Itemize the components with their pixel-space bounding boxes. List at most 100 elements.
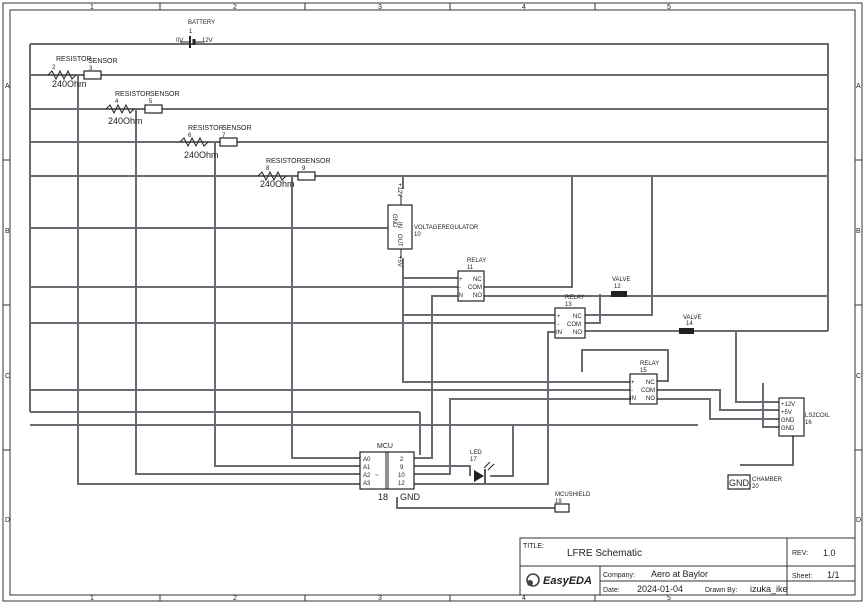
- date-label: Date:: [603, 587, 620, 594]
- relay-13[interactable]: RELAY 13 + - IN NC COM NO: [554, 295, 586, 339]
- battery-right-label: 12V: [202, 38, 213, 44]
- wires: [29, 43, 829, 509]
- sensor-pair-4[interactable]: RESISTOR 8 SENSOR 9 240Ohm: [257, 158, 331, 189]
- sheet-value: 1/1: [827, 570, 840, 580]
- relay-13-pin-com: COM: [567, 322, 581, 328]
- sensor-pair-3[interactable]: RESISTOR 6 SENSOR 7 240Ohm: [179, 125, 252, 160]
- col-number-4-bottom: 4: [522, 595, 526, 602]
- sensor-pair-1[interactable]: RESISTOR 2 SENSOR 3 240Ohm: [47, 56, 118, 89]
- title-label: TITLE:: [523, 543, 544, 550]
- row-letter-b: B: [5, 228, 10, 235]
- mcu-name: MCU: [377, 443, 393, 450]
- coil-pin-gnd-1: GND: [781, 418, 795, 424]
- mcu-shield[interactable]: MCUSHIELD 19: [554, 492, 591, 513]
- date-value: 2024-01-04: [637, 584, 683, 594]
- mcu-pin-9: 9: [400, 465, 404, 471]
- rev-label: REV:: [792, 550, 808, 557]
- mcu-ref: 18: [378, 492, 388, 502]
- resistor-2-name: RESISTOR: [56, 56, 92, 63]
- sensor-pair-2[interactable]: RESISTOR 4 SENSOR 5 240Ohm: [105, 91, 180, 126]
- col-number-2-bottom: 2: [233, 595, 237, 602]
- coil-pin-gnd-2: GND: [781, 426, 795, 432]
- coil-pin-12v: +12V: [781, 402, 795, 408]
- company-value: Aero at Baylor: [651, 569, 708, 579]
- col-number-3-bottom: 3: [378, 595, 382, 602]
- relay-11-pin-plus: +: [459, 277, 463, 283]
- chamber[interactable]: GND CHAMBER 20: [727, 474, 783, 490]
- relay-15-name: RELAY: [640, 361, 659, 367]
- row-letter-a-right: A: [856, 83, 861, 90]
- row-letter-a: A: [5, 83, 10, 90]
- valve-14-ref: 14: [686, 321, 693, 327]
- drawn-by-value: izuka_ike: [750, 584, 788, 594]
- valve-12-name: VALVE: [612, 277, 630, 283]
- resistor-4-ref: 4: [115, 99, 119, 105]
- resistor-2-value: 240Ohm: [52, 79, 87, 89]
- battery-ref: 1: [189, 29, 193, 35]
- relay-11-pin-nc: NC: [473, 277, 482, 283]
- relay-15-pin-no: NO: [646, 396, 655, 402]
- mcu-pin-12: 12: [398, 481, 405, 487]
- relay-15[interactable]: RELAY 15 + - IN NC COM NO: [629, 361, 659, 405]
- voltage-regulator[interactable]: IN OUT GND +12V +5V VOLTAGEREGULATOR 10: [387, 183, 479, 267]
- sensor-9-name: SENSOR: [301, 158, 331, 165]
- ls2-coil[interactable]: +12V +5V GND GND LS2COIL 16: [778, 397, 830, 437]
- relay-15-pin-com: COM: [641, 388, 655, 394]
- coil-name: LS2COIL: [805, 413, 830, 419]
- mcu-gnd: GND: [400, 492, 421, 502]
- row-letter-d-right: D: [856, 517, 861, 524]
- sensor-7-name: SENSOR: [222, 125, 252, 132]
- easyeda-logo: EasyEDA: [526, 573, 592, 587]
- relay-15-ref: 15: [640, 368, 647, 374]
- relay-11-pin-com: COM: [468, 285, 482, 291]
- relay-13-ref: 13: [565, 302, 572, 308]
- chamber-name: CHAMBER: [752, 477, 783, 483]
- chamber-ref: 20: [752, 484, 759, 490]
- valve-14[interactable]: VALVE 14: [679, 315, 701, 334]
- relay-11-name: RELAY: [467, 258, 486, 264]
- col-number-1: 1: [90, 4, 94, 11]
- relay-13-pin-in: IN: [556, 330, 562, 336]
- mcu-pin-a2: A2: [363, 473, 371, 479]
- regulator-pin-in: IN: [396, 222, 402, 228]
- relay-15-pin-plus: +: [631, 380, 635, 386]
- rev-value: 1.0: [823, 548, 836, 558]
- row-letter-c-right: C: [856, 373, 861, 380]
- relay-11-pin-in: IN: [457, 293, 463, 299]
- led-name: LED: [470, 450, 482, 456]
- col-number-1-bottom: 1: [90, 595, 94, 602]
- relay-15-pin-minus: -: [631, 388, 633, 394]
- resistor-4-name: RESISTOR: [115, 91, 151, 98]
- mcu[interactable]: MCU 18 GND A0 A1 A2 ~ A3 2 9 10 12: [359, 443, 421, 502]
- coil-pin-5v: +5V: [781, 410, 792, 416]
- resistor-8-name: RESISTOR: [266, 158, 302, 165]
- schematic-title: LFRE Schematic: [567, 548, 642, 559]
- led[interactable]: LED 17: [470, 450, 495, 483]
- regulator-pin-gnd: GND: [391, 214, 397, 228]
- sensor-5-name: SENSOR: [150, 91, 180, 98]
- relay-13-pin-plus: +: [557, 314, 561, 320]
- row-letter-c: C: [5, 373, 10, 380]
- resistor-8-value: 240Ohm: [260, 179, 295, 189]
- relay-11-pin-no: NO: [473, 293, 482, 299]
- relay-11-ref: 11: [467, 265, 474, 271]
- regulator-ref: 10: [414, 232, 421, 238]
- resistor-6-name: RESISTOR: [188, 125, 224, 132]
- relay-13-pin-nc: NC: [573, 314, 582, 320]
- battery[interactable]: BATTERY 1 0V 12V: [176, 20, 215, 48]
- relay-13-name: RELAY: [565, 295, 584, 301]
- sheet-label: Sheet:: [792, 573, 812, 580]
- relay-11[interactable]: RELAY 11 + - IN NC COM NO: [457, 258, 486, 302]
- sensor-3-name: SENSOR: [88, 58, 118, 65]
- resistor-6-value: 240Ohm: [184, 150, 219, 160]
- sensor-9-ref: 9: [302, 166, 306, 172]
- sensor-3-ref: 3: [89, 66, 93, 72]
- drawn-by-label: Drawn By:: [705, 587, 737, 594]
- mcushield-name: MCUSHIELD: [555, 492, 591, 498]
- valve-12-ref: 12: [614, 284, 621, 290]
- col-number-4: 4: [522, 4, 526, 11]
- resistor-8-ref: 8: [266, 166, 270, 172]
- valve-12[interactable]: VALVE 12: [611, 277, 630, 297]
